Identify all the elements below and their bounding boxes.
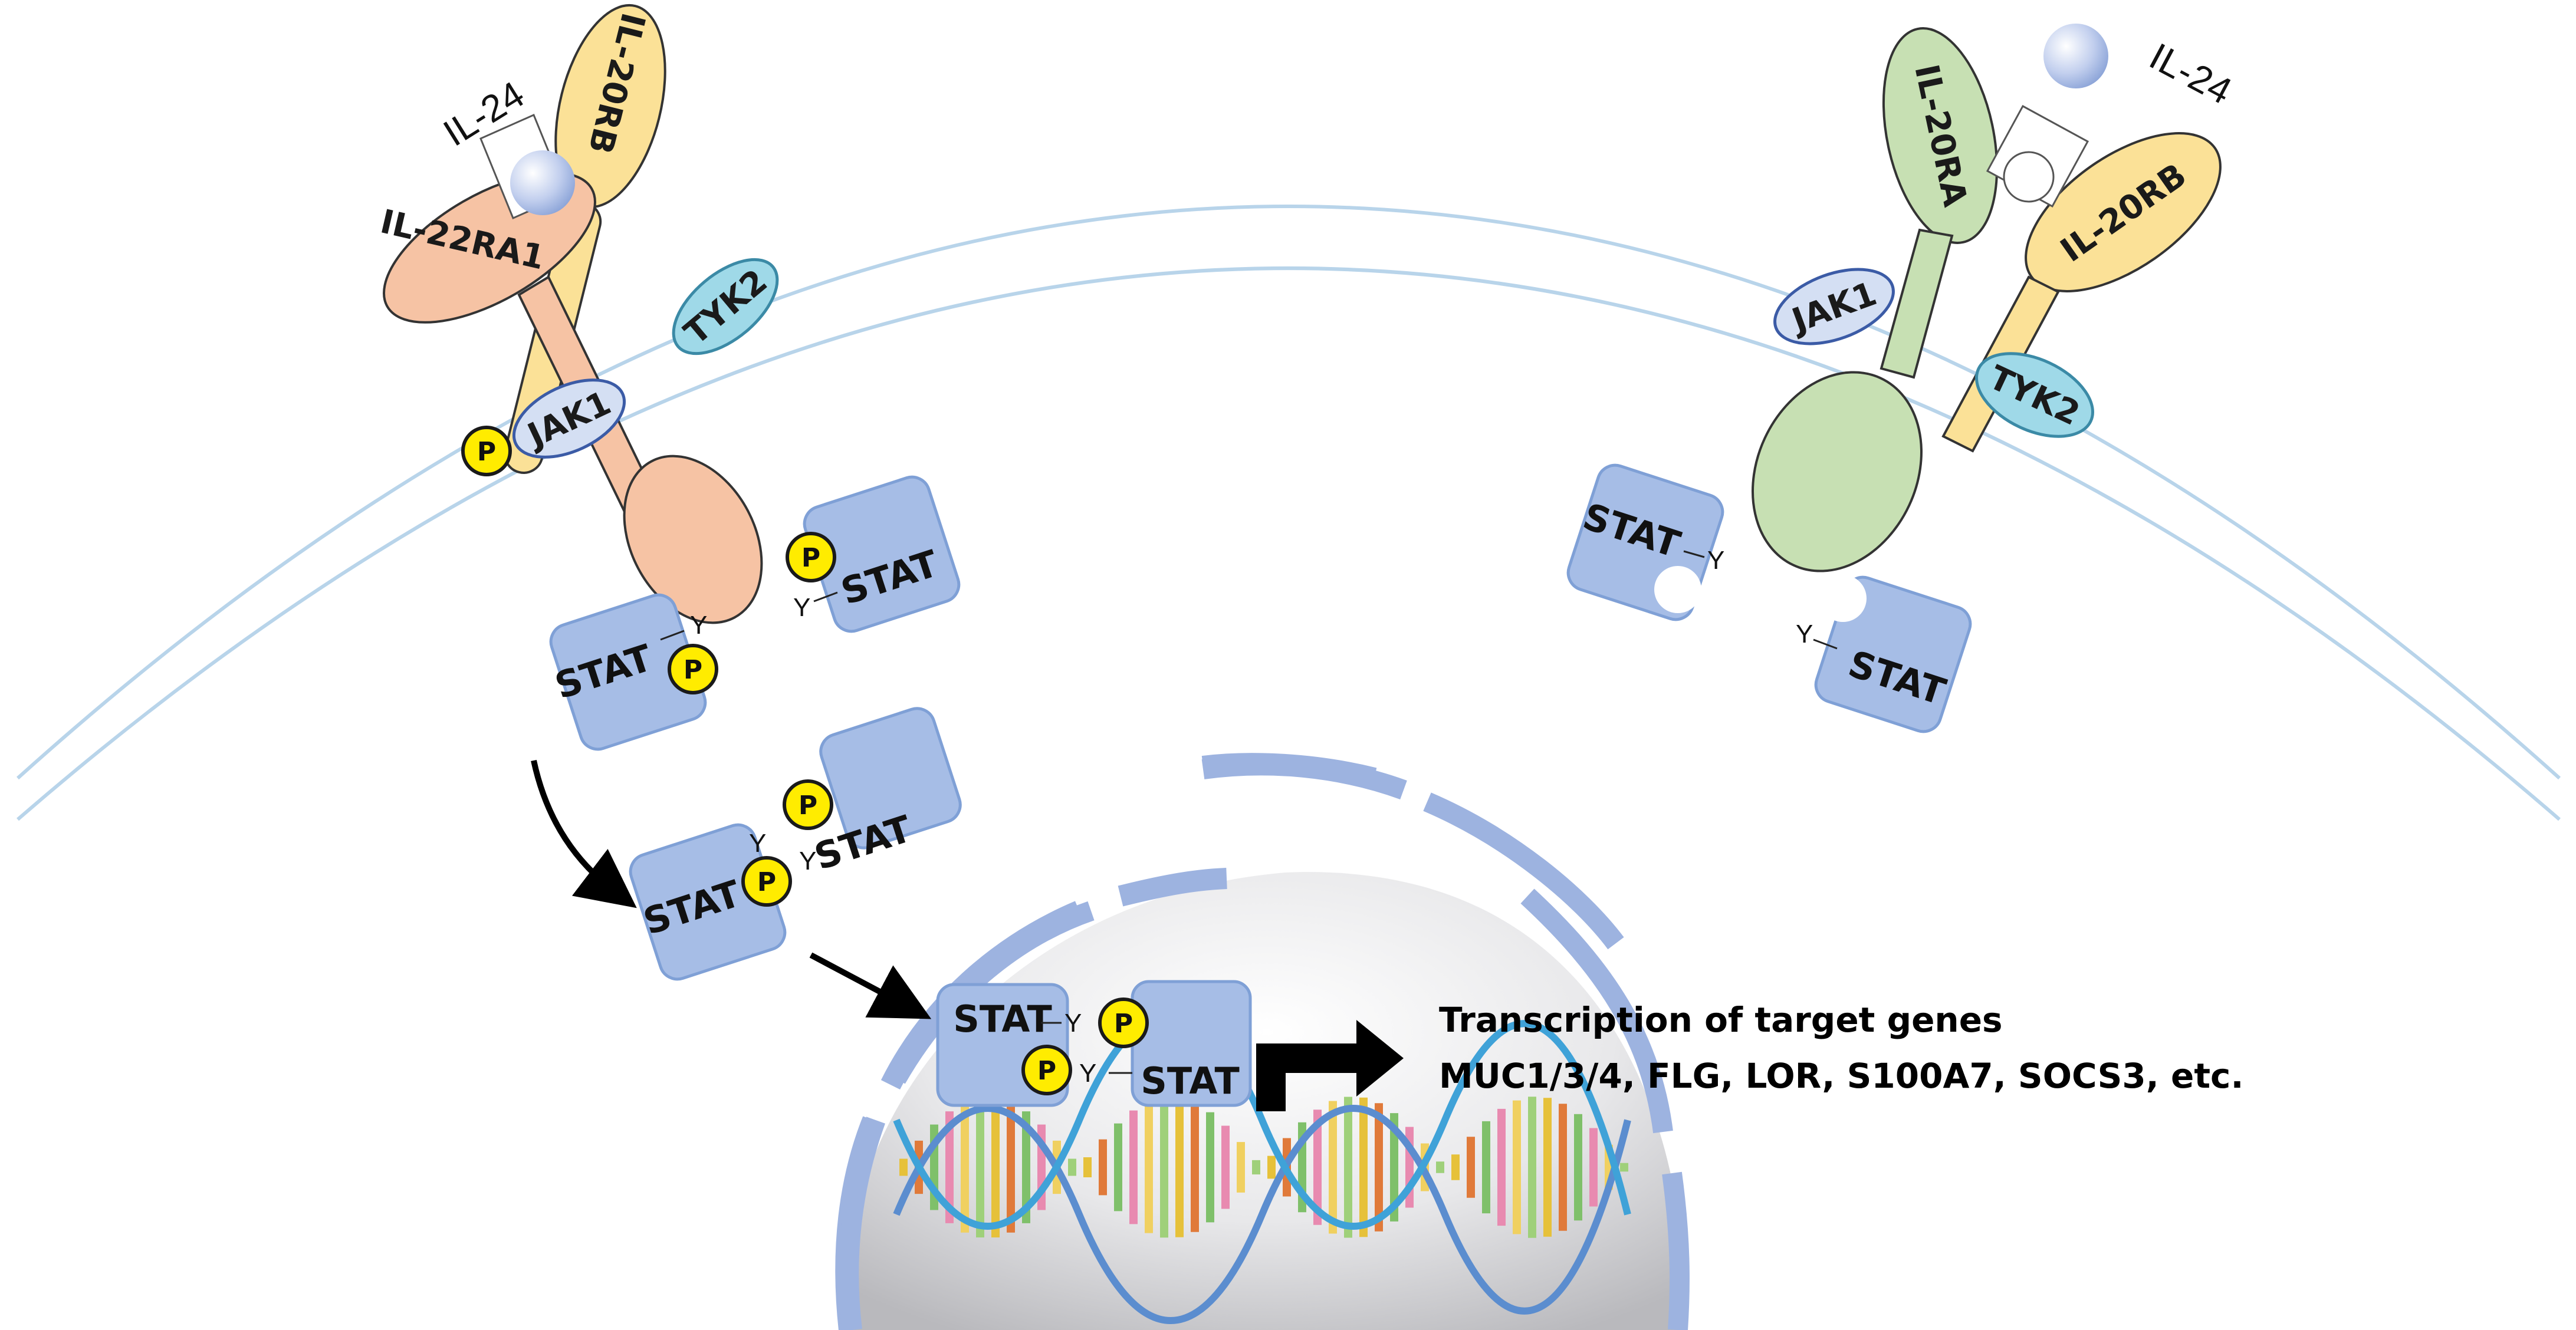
- left-stat-monomer-1: STAT Y P: [549, 593, 718, 751]
- left-il24-ligand: [510, 150, 575, 215]
- nuclear-stat-2-label: STAT: [1141, 1059, 1240, 1102]
- left-jak1-phospho: [461, 426, 512, 476]
- right-il24-ligand: [2043, 24, 2108, 88]
- dimer-y-1: Y: [749, 829, 766, 858]
- transcription-arrow: [1256, 1020, 1404, 1111]
- dimer-p-1: P: [799, 791, 817, 821]
- right-tyk2-kinase: [1975, 352, 2094, 438]
- cell-membrane: [16, 205, 2561, 821]
- nuclear-y-2: Y: [1079, 1059, 1096, 1088]
- left-receptor-complex: IL-20RB IL-22RA1 IL-24 TYK2 JAK1 P: [377, 4, 779, 624]
- dimer-p-2: P: [757, 867, 776, 897]
- nuclear-p-1: P: [1114, 1009, 1133, 1039]
- nuclear-stat-1-label: STAT: [953, 997, 1052, 1041]
- right-stat-2-y: Y: [1796, 620, 1813, 648]
- left-jak1-kinase: [512, 378, 626, 459]
- nuclear-envelope-segments: [839, 755, 1690, 1330]
- output-genes: MUC1/3/4, FLG, LOR, S100A7, SOCS3, etc.: [1439, 1056, 2243, 1096]
- left-tyk2-kinase: [672, 258, 779, 355]
- dna-helix: [893, 1010, 1631, 1324]
- left-stat-1-y: Y: [690, 611, 707, 640]
- right-il24-label: IL-24: [2143, 35, 2239, 113]
- right-receptor-complex: IL-20RA IL-20RB IL-24 JAK1 TYK2: [1752, 24, 2239, 572]
- translocation-arrow-2: [809, 952, 932, 1019]
- output-title: Transcription of target genes: [1439, 1000, 2003, 1040]
- right-stat-monomer-2: STAT Y: [1796, 575, 1972, 733]
- right-stat-1-y: Y: [1707, 546, 1724, 575]
- nuclear-p-2: P: [1037, 1056, 1056, 1086]
- nuclear-y-1: Y: [1064, 1009, 1082, 1038]
- translocation-arrow-1: [531, 759, 637, 908]
- left-jak1-phospho-label: P: [477, 437, 496, 467]
- left-stat-monomer-2: STAT Y P: [786, 475, 961, 633]
- right-jak1-kinase: [1773, 268, 1895, 345]
- left-stat-1-p: P: [684, 655, 702, 685]
- cytoplasm-stat-dimer: STAT STAT Y Y P P: [629, 707, 962, 981]
- right-il20rb-receptor: [2025, 132, 2222, 292]
- dimer-y-2: Y: [799, 847, 816, 875]
- left-stat-2-p: P: [801, 543, 820, 573]
- left-stat-2-y: Y: [793, 593, 810, 622]
- right-stat-monomer-1: STAT Y: [1566, 463, 1724, 621]
- nuclear-stat-dimer: STAT STAT Y P P Y: [936, 980, 1252, 1107]
- right-il20ra-receptor: [1882, 27, 1999, 244]
